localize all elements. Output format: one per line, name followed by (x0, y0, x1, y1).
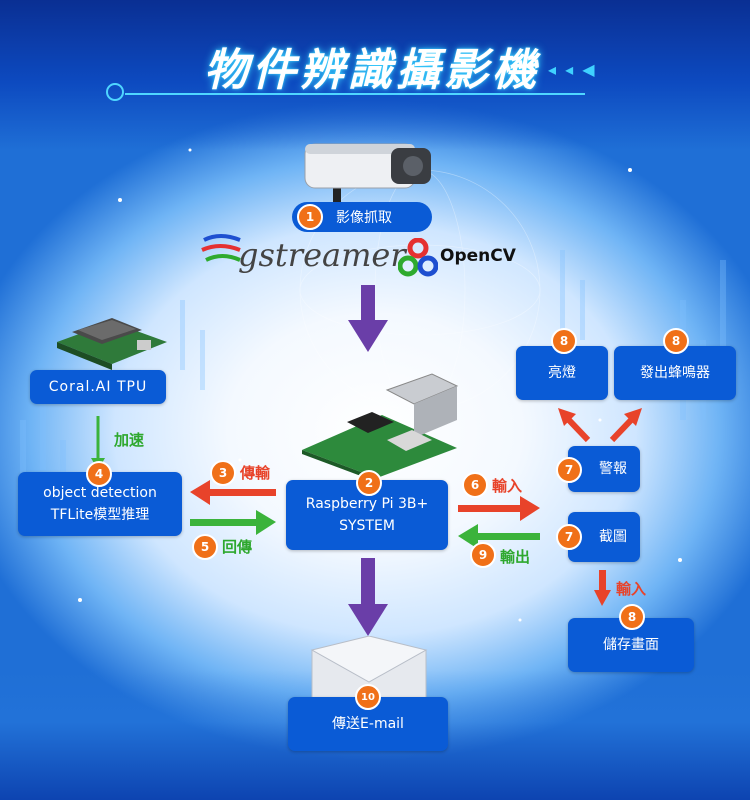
opencv-label: OpenCV (440, 246, 516, 266)
return-label: 回傳 (222, 536, 252, 557)
object-detection-label: object detection TFLite模型推理 (43, 482, 157, 526)
title-triangles-icon: ◂ ◂ ◀ (548, 60, 597, 79)
gstreamer-logo-icon (200, 232, 242, 268)
opencv-logo-icon (398, 238, 438, 278)
output-label: 輸出 (500, 546, 530, 567)
coral-board-icon (52, 302, 172, 372)
step-badge-8-light: 8 (551, 328, 577, 354)
step-badge-9: 9 (470, 542, 496, 568)
page-title: 物件辨識攝影機 (0, 34, 540, 98)
step-badge-8-save: 8 (619, 604, 645, 630)
step-badge-4: 4 (86, 461, 112, 487)
step-badge-6: 6 (462, 472, 488, 498)
light-label: 亮燈 (548, 362, 576, 384)
save-screen-label: 儲存畫面 (603, 634, 659, 656)
title-circle-icon (106, 83, 124, 101)
step-badge-7-alarm: 7 (556, 457, 582, 483)
step-badge-3: 3 (210, 460, 236, 486)
accelerate-label: 加速 (114, 429, 144, 450)
coral-tpu-box: Coral.AI TPU (30, 370, 166, 404)
camera-icon (295, 138, 435, 208)
raspberry-pi-label: Raspberry Pi 3B+ SYSTEM (306, 493, 428, 537)
coral-tpu-label: Coral.AI TPU (49, 376, 147, 398)
step-badge-7-screenshot: 7 (556, 524, 582, 550)
title-underline (125, 93, 585, 95)
step-badge-5: 5 (192, 534, 218, 560)
gstreamer-label: gstreamer (238, 236, 406, 274)
raspberry-pi-board-icon (292, 360, 462, 480)
input-label: 輸入 (492, 475, 522, 496)
step-badge-10: 10 (355, 684, 381, 710)
step-badge-1: 1 (297, 204, 323, 230)
input-label-2: 輸入 (616, 578, 646, 599)
step-badge-8-buzzer: 8 (663, 328, 689, 354)
step-badge-2: 2 (356, 470, 382, 496)
alarm-label: 警報 (599, 458, 627, 480)
buzzer-box: 發出蜂鳴器 (614, 346, 736, 400)
email-label: 傳送E-mail (332, 713, 404, 735)
light-box: 亮燈 (516, 346, 608, 400)
capture-label: 影像抓取 (336, 207, 392, 227)
screenshot-label: 截圖 (599, 526, 627, 548)
transmit-label: 傳輸 (240, 462, 270, 483)
buzzer-label: 發出蜂鳴器 (640, 362, 710, 384)
